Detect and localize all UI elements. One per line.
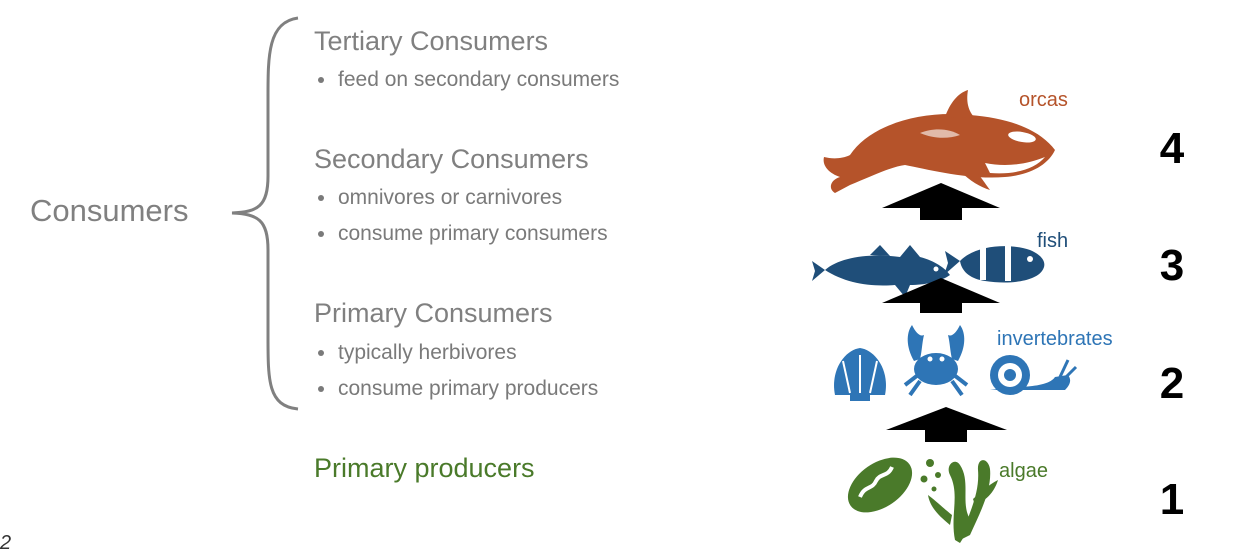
invertebrates-label: invertebrates (997, 328, 1113, 350)
mitochondrion-algae-icon (847, 457, 913, 513)
tertiary-consumers-list: feed on secondary consumers (314, 62, 619, 98)
food-chain-illustration (812, 90, 1078, 543)
primary-consumers-list: typically herbivores consume primary pro… (314, 335, 598, 407)
list-item: consume primary consumers (314, 216, 608, 252)
list-item: omnivores or carnivores (314, 180, 608, 216)
tertiary-consumers-heading: Tertiary Consumers (314, 26, 549, 56)
secondary-consumers-heading: Secondary Consumers (314, 144, 589, 174)
arrow-up-icon (886, 407, 1007, 442)
trophic-level-1: 1 (1159, 475, 1185, 524)
snail-icon (990, 355, 1078, 395)
arrow-up-icon (882, 183, 1000, 220)
secondary-consumers-list: omnivores or carnivores consume primary … (314, 180, 608, 252)
consumers-label: Consumers (30, 193, 189, 228)
page-number: 2 (0, 532, 12, 554)
trophic-level-3: 3 (1159, 241, 1185, 290)
algae-label: algae (999, 460, 1048, 482)
list-item: consume primary producers (314, 371, 598, 407)
trophic-level-4: 4 (1159, 124, 1185, 173)
curly-brace-icon (231, 16, 299, 411)
list-item: feed on secondary consumers (314, 62, 619, 98)
clownfish-icon (944, 245, 1045, 283)
rockfish-icon (812, 245, 950, 297)
list-item: typically herbivores (314, 335, 598, 371)
primary-producers-heading: Primary producers (314, 453, 535, 483)
arrow-up-icon (882, 278, 1000, 313)
orcas-label: orcas (1019, 89, 1068, 111)
primary-consumers-heading: Primary Consumers (314, 298, 553, 328)
scallop-icon (834, 348, 886, 401)
fish-label: fish (1037, 230, 1069, 252)
orca-icon (823, 90, 1055, 193)
trophic-level-2: 2 (1159, 359, 1185, 408)
crab-icon (903, 325, 969, 397)
seaweed-icon (920, 459, 998, 543)
